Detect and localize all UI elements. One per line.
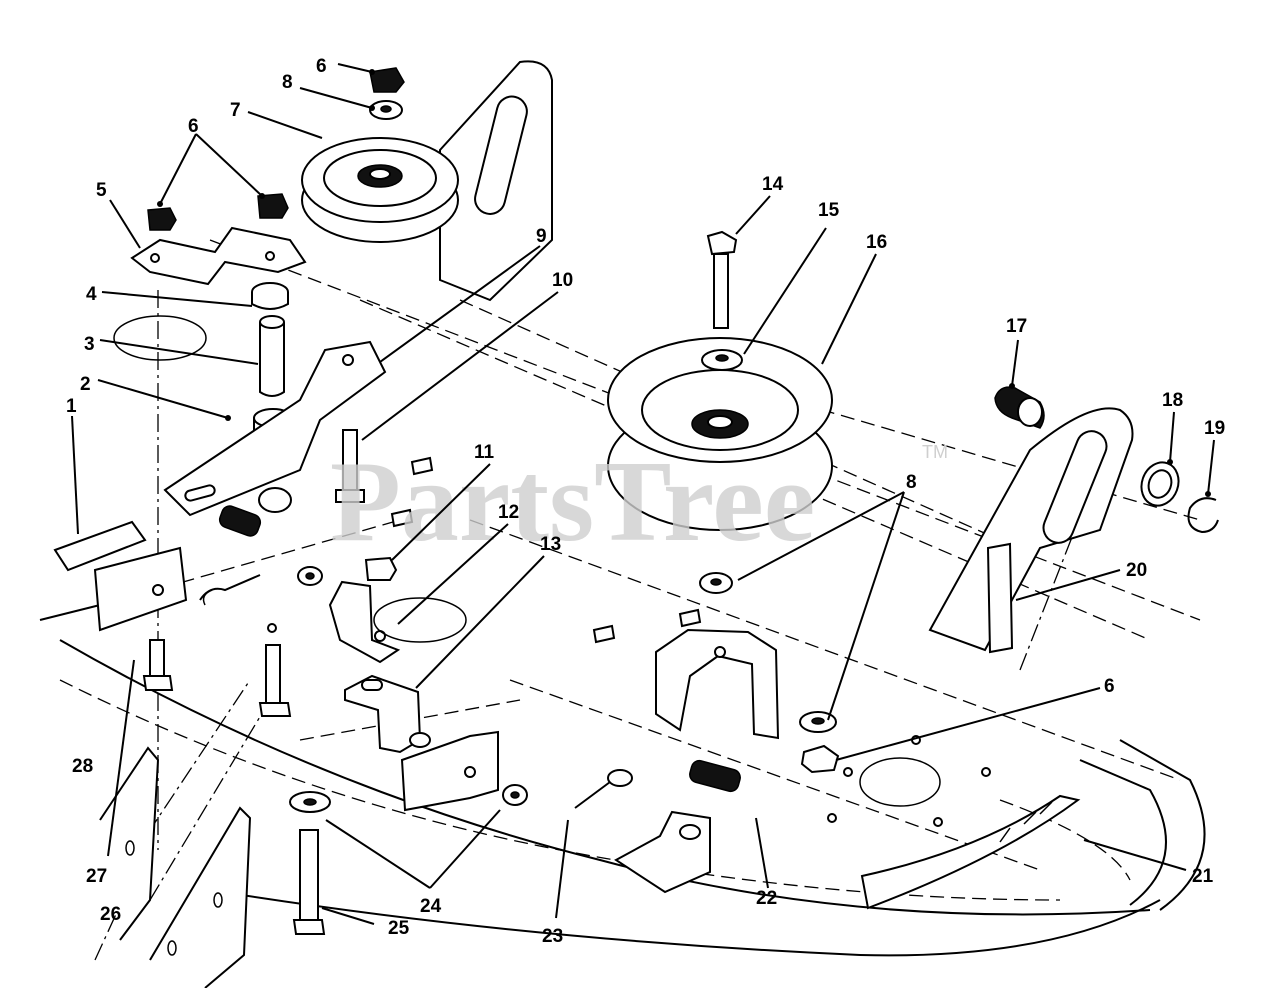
callout-19: 19 [1204,418,1225,439]
right-side-bracket [928,407,1134,654]
callout-25: 25 [388,918,410,939]
angle-bracket-lower [400,730,499,812]
svg-text:TM: TM [922,442,948,462]
callout-2: 2 [80,374,91,395]
callout-22: 22 [756,888,777,909]
pin-part-23 [574,769,633,809]
bolt-part-26 [258,623,292,717]
cotter-pin-27 [199,574,261,606]
callout-leaders [71,63,1215,925]
callout-11: 11 [474,442,495,463]
callout-12: 12 [498,502,519,523]
callout-27: 27 [86,866,107,887]
spring-and-bracket-22 [614,759,741,894]
callout-18: 18 [1162,390,1183,411]
callout-6-left: 6 [188,116,199,137]
callout-6-right: 6 [1104,676,1115,697]
callout-23: 23 [542,926,563,947]
callout-7: 7 [230,100,241,121]
deck-hole-center [373,597,467,643]
callout-14: 14 [762,174,784,195]
callout-28: 28 [72,756,93,777]
callout-17: 17 [1006,316,1027,337]
callout-6-top: 6 [316,56,327,77]
washer-part-18 [1140,461,1180,507]
watermark: PartsTree TM [330,438,948,566]
bracket-part-5 [130,193,307,286]
washers-and-nut-11 [297,556,398,586]
svg-text:PartsTree: PartsTree [330,438,815,566]
idler-tower-bracket [439,60,553,302]
callout-15: 15 [818,200,840,221]
callout-4: 4 [86,284,97,305]
u-bracket [655,628,780,740]
bolt-part-10 [335,429,365,503]
bracket-part-13 [344,674,431,754]
idler-spring [218,505,262,537]
deck-hole-outline [113,315,207,361]
bracket-part-12 [328,580,401,664]
deck-edge-left [99,746,252,988]
snap-ring-part-19 [1187,497,1219,534]
washers-and-bolt-24-25 [289,784,528,935]
callout-24: 24 [420,896,442,917]
washer-and-nut-lower [799,711,840,774]
baffle-part-21 [860,794,1081,910]
callout-3: 3 [84,334,95,355]
top-nut-and-washer [369,67,405,120]
idler-arm [163,340,387,517]
callout-8-top: 8 [282,72,293,93]
callout-13: 13 [540,534,561,555]
callout-labels: 1 2 3 4 5 6 6 6 7 8 8 9 10 11 12 13 14 1… [66,56,1225,947]
idler-pulley-top [301,137,459,243]
callout-5: 5 [96,180,107,201]
bolt-and-spacer-14-15 [701,230,743,371]
washer-8-mid [699,572,733,594]
bolt-part-28 [142,639,174,691]
callout-1: 1 [66,396,77,417]
callout-10: 10 [552,270,573,291]
deck-slots [390,456,702,644]
shield-and-bracket-left [53,520,188,632]
idler-pulley-large [607,337,833,531]
callout-9: 9 [536,226,547,247]
callout-8-right: 8 [906,472,917,493]
callout-16: 16 [866,232,887,253]
callout-21: 21 [1192,866,1214,887]
spindle-mount [827,735,991,827]
bushing-part-17 [994,386,1045,429]
callout-20: 20 [1126,560,1147,581]
callout-26: 26 [100,904,121,925]
